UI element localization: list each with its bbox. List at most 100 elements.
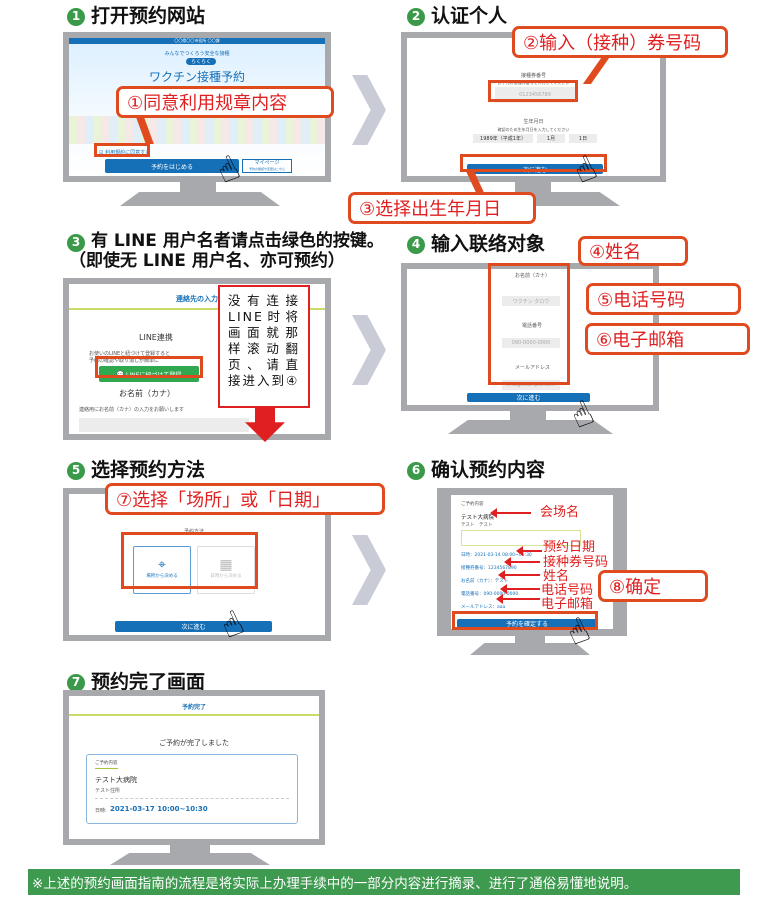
monitor-neck [180, 182, 216, 194]
mypage-sub: 予約の確認や変更はこちら [248, 167, 285, 171]
monitor-neck [515, 636, 545, 644]
line-label: LINE連携 [139, 333, 173, 342]
name-label: お名前（カナ） [119, 389, 175, 398]
monitor-neck [170, 845, 210, 855]
highlight-contact-fields [488, 263, 570, 385]
divider [95, 798, 289, 799]
highlight-method-options [121, 532, 258, 589]
step-number: 1 [67, 7, 85, 26]
step-number: 3 [67, 234, 85, 252]
date-label: 日時: [95, 808, 107, 814]
mypage-button[interactable]: マイページ予約の確認や変更はこちら [242, 159, 292, 173]
option-label: 場所から決める [146, 574, 178, 579]
venue-name: テスト大病院 [461, 515, 495, 521]
monitor-neck [515, 182, 551, 194]
label-phone: 电话号码 [541, 583, 594, 598]
email-label: メールアドレス [515, 365, 551, 371]
dob-hint: 確認のため生年月日を入力してください [497, 127, 570, 132]
label-name: 姓名 [543, 569, 570, 584]
section-label: ご予約内容 [461, 502, 484, 507]
completion-message: ご予約が完了しました [159, 739, 229, 747]
section-label: ご予約内容 [95, 760, 118, 769]
step-number: 6 [407, 461, 425, 480]
venue-note [461, 530, 581, 546]
start-reservation-button[interactable]: 予約をはじめる [105, 159, 239, 173]
arrow-icon [496, 594, 540, 604]
callout-7: ⑦选择「场所」或「日期」 [105, 483, 385, 515]
highlight-confirm [452, 611, 598, 630]
next-button[interactable]: 次に進む [467, 393, 590, 402]
name-row: お名前（カナ）：テスト [461, 579, 509, 584]
option-by-place[interactable]: ⌖場所から決める [133, 546, 191, 594]
venue-name: テスト大病院 [95, 776, 137, 784]
callout-4: ④姓名 [578, 236, 688, 266]
email-row: メールアドレス：aaa [461, 605, 506, 610]
next-arrow-icon [352, 535, 386, 605]
venue-address: テスト テスト [461, 523, 493, 528]
next-button[interactable]: 次に進む [115, 621, 272, 632]
next-arrow-icon [352, 75, 386, 145]
name-hint: 連絡用にお名前（カナ）の入力をお願いします [79, 407, 185, 413]
step-number: 4 [407, 235, 425, 254]
dob-label: 生年月日 [523, 119, 544, 125]
year-select[interactable]: 1989年（平成1年） [473, 134, 533, 143]
line-desc: 予約の確認や取り消しが簡単に [89, 358, 160, 364]
email-input[interactable]: info@example.com [502, 380, 560, 390]
day-select[interactable]: 1日 [569, 134, 597, 143]
site-title: ワクチン接種予約 [148, 70, 245, 84]
month-select[interactable]: 1月 [537, 134, 565, 143]
tagline: みんなでつくろう安全な接種 [164, 51, 230, 57]
highlight-ticket [488, 80, 578, 102]
reservation-date: 2021-03-17 10:00~10:30 [110, 805, 208, 813]
line-desc: お使いのLINEと紐づけて登録すると [89, 351, 171, 357]
phone-input[interactable]: 090-0000-0000 [502, 338, 560, 348]
option-by-date[interactable]: ▦日時から決める [197, 546, 255, 594]
date-row: 日時：2021-03-14 08:00~08:30 [461, 553, 532, 558]
name-input[interactable]: ワクチン タロウ [502, 296, 560, 306]
step-title-text: 认证个人 [431, 5, 508, 27]
footer-note: ※上述的预约画面指南的流程是将实际上办理手续中的一部分内容进行摘录、进行了通俗易… [28, 869, 740, 895]
monitor-base [120, 192, 280, 206]
agree-checkbox[interactable]: ☑ 利用規約に同意する [99, 150, 151, 156]
highlight-agree [94, 143, 150, 157]
step-number: 7 [67, 673, 85, 692]
monitor-base [470, 643, 590, 655]
label-date: 预约日期 [543, 540, 596, 555]
option-label: 日時から決める [210, 574, 242, 579]
note-box: 没有连接LINE时将画面就那样滚动翻页、请直接进入到④ [218, 285, 310, 408]
name-label: お名前（カナ） [515, 273, 551, 279]
header-underline [69, 308, 325, 310]
phone-row: 電話番号：090-0000-0000 [461, 592, 519, 597]
highlight-next [460, 154, 607, 172]
step-number: 2 [407, 7, 425, 26]
ticket-label: 接種券番号 [520, 73, 546, 79]
confirm-reservation-button[interactable]: 予約を確定する [457, 619, 597, 628]
callout-6: ⑥电子邮箱 [585, 323, 750, 355]
step-title-text: 有 LINE 用户名者请点击绿色的按键。（即使无 LINE 用户名、亦可预约） [69, 231, 384, 271]
step-title-text: 打开预约网站 [91, 5, 206, 27]
step-2-title: 2 认证个人 [407, 5, 508, 28]
badge: らくらく [186, 58, 217, 65]
monitor-step-7: 予約完了 ご予約が完了しました ご予約内容 テスト大病院 テスト住所 日時: 2… [63, 690, 325, 845]
monitor-base [110, 853, 270, 865]
callout-1: ①同意利用规章内容 [116, 86, 334, 118]
label-ticket: 接种券号码 [543, 555, 609, 570]
arrow-icon [490, 508, 531, 518]
arrow-icon [504, 557, 540, 567]
step-number: 5 [67, 461, 85, 480]
label-venue: 会场名 [540, 505, 580, 520]
mypage-label: マイページ [254, 160, 280, 166]
header-underline [69, 714, 319, 716]
illustration-people [69, 116, 325, 144]
screen-header: 予約完了 [181, 704, 206, 711]
step-1-title: 1 打开预约网站 [67, 5, 206, 28]
callout-5: ⑤电话号码 [586, 283, 741, 315]
arrow-icon [516, 546, 542, 556]
monitor-base [448, 420, 613, 434]
name-input[interactable] [79, 418, 249, 432]
next-arrow-icon [352, 315, 386, 385]
